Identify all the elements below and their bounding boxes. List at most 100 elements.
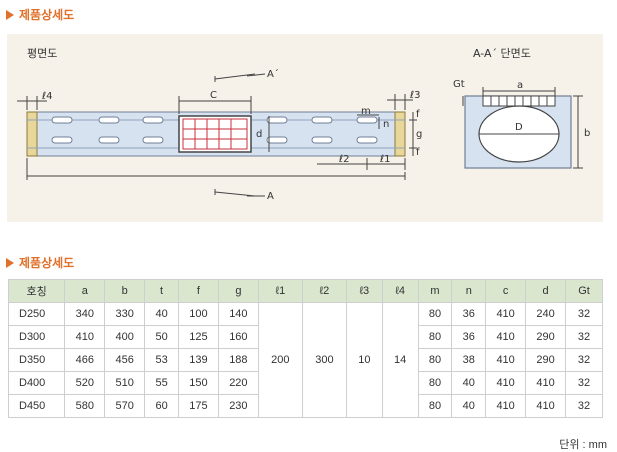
table-row: D400 520 510 55 150 220 80 40 410 410 32 [7, 371, 603, 395]
cell-a: 340 [64, 302, 106, 326]
cell-name: D450 [7, 394, 66, 418]
table-row: D250 340 330 40 100 140 200 300 10 14 80… [7, 302, 603, 418]
cell-f: 150 [177, 371, 219, 395]
cell-g: 230 [217, 394, 259, 418]
cell-name: D250 [7, 302, 66, 326]
cell-c: 410 [485, 394, 527, 418]
cell-name: D400 [7, 371, 66, 395]
table-row: D450 580 570 60 175 230 80 40 410 410 32 [7, 394, 603, 418]
cell-m: 80 [417, 325, 453, 349]
cell-gt: 32 [565, 371, 603, 395]
label-a-section: a [517, 80, 523, 91]
cell-d: 410 [525, 394, 567, 418]
cell-d: 290 [525, 325, 567, 349]
cell-gt: 32 [565, 325, 603, 349]
table-header-row: 호칭 a b t f g ℓ1 ℓ2 ℓ3 ℓ4 m n c d Gt [7, 279, 603, 303]
label-f-bottom: f [416, 147, 420, 158]
cell-n: 38 [451, 348, 487, 372]
arrow-icon [6, 9, 14, 20]
section-view: D [464, 95, 572, 169]
cell-d: 410 [525, 371, 567, 395]
col-header-l1: ℓ1 [257, 279, 303, 303]
cell-n: 36 [451, 325, 487, 349]
cell-g: 220 [217, 371, 259, 395]
cell-g: 188 [217, 348, 259, 372]
col-header-m: m [417, 279, 453, 303]
cell-a: 520 [64, 371, 106, 395]
col-header-d: d [525, 279, 567, 303]
cell-m: 80 [417, 394, 453, 418]
cell-t: 60 [144, 394, 179, 418]
label-b-section: b [584, 128, 590, 139]
label-l3: ℓ3 [410, 90, 421, 101]
cell-a: 410 [64, 325, 106, 349]
plan-right-end [394, 111, 406, 157]
table-row: D300 410 400 50 125 160 80 36 410 290 32 [7, 325, 603, 349]
label-d-plan: d [256, 129, 262, 140]
label-g: g [416, 129, 422, 140]
cell-d: 290 [525, 348, 567, 372]
unit-label: 단위 : mm [559, 439, 607, 451]
col-header-gt: Gt [565, 279, 603, 303]
cell-b: 456 [104, 348, 146, 372]
label-l4: ℓ4 [42, 91, 53, 102]
cell-f: 100 [177, 302, 219, 326]
cell-a: 580 [64, 394, 106, 418]
cell-b: 510 [104, 371, 146, 395]
slot-holes [51, 116, 378, 144]
cell-b: 570 [104, 394, 146, 418]
cell-t: 55 [144, 371, 179, 395]
col-header-name: 호칭 [7, 279, 66, 303]
cell-l4-merged: 14 [381, 302, 419, 418]
cell-c: 410 [485, 302, 527, 326]
col-header-b: b [104, 279, 146, 303]
col-header-f: f [177, 279, 219, 303]
plan-left-end [26, 111, 38, 157]
col-header-t: t [144, 279, 179, 303]
cell-t: 40 [144, 302, 179, 326]
cell-g: 140 [217, 302, 259, 326]
cell-n: 40 [451, 394, 487, 418]
cell-t: 53 [144, 348, 179, 372]
cell-b: 400 [104, 325, 146, 349]
label-m: m [361, 106, 371, 117]
cell-d: 240 [525, 302, 567, 326]
section-title-table: 제품상세도 [6, 254, 74, 271]
section-title-text: 제품상세도 [19, 8, 75, 22]
col-header-c: c [485, 279, 527, 303]
label-a-prime: A´ [267, 68, 279, 80]
cell-b: 330 [104, 302, 146, 326]
label-f-top: f [416, 109, 420, 120]
label-d-section: D [515, 122, 523, 133]
cell-name: D300 [7, 325, 66, 349]
col-header-g: g [217, 279, 259, 303]
cell-gt: 32 [565, 348, 603, 372]
section-title-text: 제품상세도 [19, 256, 75, 270]
cell-n: 36 [451, 302, 487, 326]
cell-c: 410 [485, 325, 527, 349]
label-gt: Gt [453, 79, 465, 90]
cell-c: 410 [485, 348, 527, 372]
cell-m: 80 [417, 348, 453, 372]
cell-f: 175 [177, 394, 219, 418]
plan-view-title: 평면도 [27, 47, 57, 60]
cell-m: 80 [417, 302, 453, 326]
arrow-icon [6, 257, 14, 268]
section-view-title: A-A´ 단면도 [473, 47, 531, 60]
product-drawing: 평면도 A-A´ 단면도 A´ [7, 34, 603, 222]
label-l1: ℓ1 [380, 154, 391, 165]
grating [178, 115, 252, 153]
col-header-l4: ℓ4 [381, 279, 419, 303]
cell-gt: 32 [565, 394, 603, 418]
col-header-a: a [64, 279, 106, 303]
cell-gt: 32 [565, 302, 603, 326]
label-l2: ℓ2 [339, 154, 350, 165]
cell-f: 139 [177, 348, 219, 372]
label-n: n [383, 119, 389, 130]
col-header-l2: ℓ2 [301, 279, 347, 303]
cell-l3-merged: 10 [345, 302, 383, 418]
spec-table: 호칭 a b t f g ℓ1 ℓ2 ℓ3 ℓ4 m n c d Gt D250… [7, 279, 603, 418]
cell-g: 160 [217, 325, 259, 349]
cell-l1-merged: 200 [257, 302, 303, 418]
cell-c: 410 [485, 371, 527, 395]
